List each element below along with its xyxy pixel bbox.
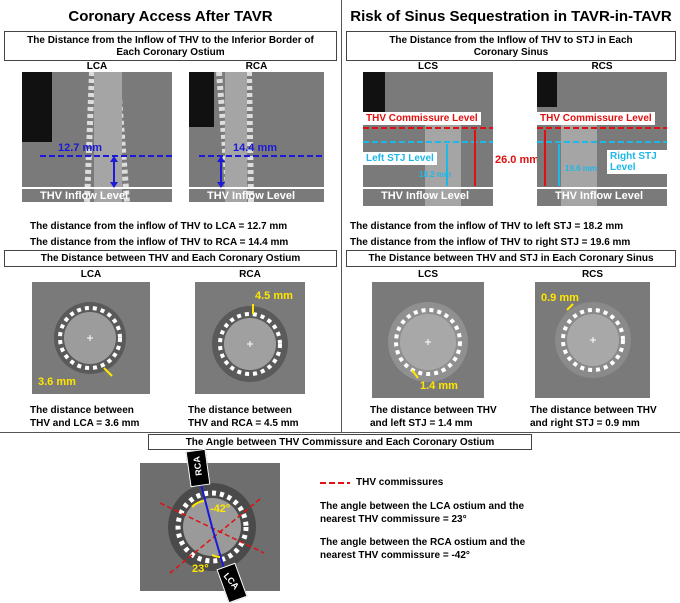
rcs-commissure-box: THV Commissure Level [537, 112, 655, 125]
angle-lca-label: 23° [192, 563, 209, 575]
angle-rca-label: -42° [210, 503, 231, 515]
right-caption-4: The distance between THV and right STJ =… [530, 405, 657, 429]
angle-text-2: The angle between the RCA ostium and the… [320, 537, 526, 561]
bottom-box: The Angle between THV Commissure and Eac… [148, 434, 532, 450]
right-caption-3: The distance between THV and left STJ = … [370, 405, 497, 429]
lcs-commissure-box: THV Commissure Level [363, 112, 481, 125]
rcs-distance-label: 19.6 mm [565, 164, 598, 173]
right-title: Risk of Sinus Sequestration in TAVR-in-T… [350, 8, 672, 25]
rca-distance-label: 14.4 mm [233, 142, 278, 154]
rcs-label: RCS [591, 61, 613, 72]
lcs-ct-image: THV Commissure Level Left STJ Level 18.2… [363, 72, 493, 206]
lca-axial-image: 3.6 mm [32, 282, 150, 394]
lca-ct-image: 12.7 mm THV Inflow Level [22, 72, 172, 202]
left-caption-4: The distance between THV and RCA = 4.5 m… [188, 405, 299, 429]
lcs-axial-label: LCS [418, 269, 438, 280]
rca-ct-image: 14.4 mm THV Inflow Level [189, 72, 324, 202]
lcs-stj-box: Left STJ Level [363, 152, 437, 165]
commissure-legend-label: THV commissures [356, 477, 444, 488]
lcs-axial-image: 1.4 mm [372, 282, 484, 398]
rca-axial-distance: 4.5 mm [255, 290, 293, 302]
rcs-ct-image: THV Commissure Level Right STJ Level 19.… [537, 72, 667, 206]
lca-label: LCA [86, 61, 108, 72]
lca-distance-label: 12.7 mm [58, 142, 103, 154]
rcs-axial-image: 0.9 mm [535, 282, 650, 398]
right-caption-1: The distance from the inflow of THV to l… [350, 221, 624, 232]
rca-axial-label: RCA [239, 269, 261, 280]
angle-text-1: The angle between the LCA ostium and the… [320, 501, 525, 525]
rca-label: RCA [245, 61, 268, 72]
angle-axial-image: -42° 23° [140, 463, 280, 591]
rcs-axial-distance: 0.9 mm [541, 292, 579, 304]
lca-inflow-label: THV Inflow Level [40, 190, 129, 202]
commissure-legend-line [320, 482, 350, 484]
vertical-divider [341, 0, 342, 432]
rcs-inflow-label: THV Inflow Level [555, 190, 644, 202]
lcs-axial-distance: 1.4 mm [420, 380, 458, 392]
horizontal-divider [0, 432, 680, 433]
left-caption-1: The distance from the inflow of THV to L… [30, 221, 288, 232]
rca-inflow-label: THV Inflow Level [207, 190, 296, 202]
left-box2: The Distance between THV and Each Corona… [4, 250, 337, 267]
lca-axial-label: LCA [80, 269, 102, 280]
lcs-label: LCS [418, 61, 438, 72]
lcs-distance-label: 18.2 mm [419, 170, 452, 179]
rcs-axial-label: RCS [581, 269, 604, 280]
left-caption-2: The distance from the inflow of THV to R… [30, 237, 289, 248]
rca-marker: RCA [185, 448, 211, 488]
rcs-stj-box: Right STJ Level [607, 150, 667, 174]
left-title: Coronary Access After TAVR [68, 8, 273, 25]
left-box1: The Distance from the Inflow of THV to t… [4, 31, 337, 61]
right-box2: The Distance between THV and STJ in Each… [346, 250, 676, 267]
rca-axial-image: 4.5 mm [195, 282, 305, 394]
rca-marker-label: RCA [191, 455, 205, 477]
right-caption-2: The distance from the inflow of THV to r… [350, 237, 631, 248]
right-box1: The Distance from the Inflow of THV to S… [346, 31, 676, 61]
total-distance-label: 26.0 mm [495, 154, 540, 166]
left-caption-3: The distance between THV and LCA = 3.6 m… [30, 405, 140, 429]
lca-axial-distance: 3.6 mm [38, 376, 76, 388]
lcs-inflow-label: THV Inflow Level [381, 190, 470, 202]
